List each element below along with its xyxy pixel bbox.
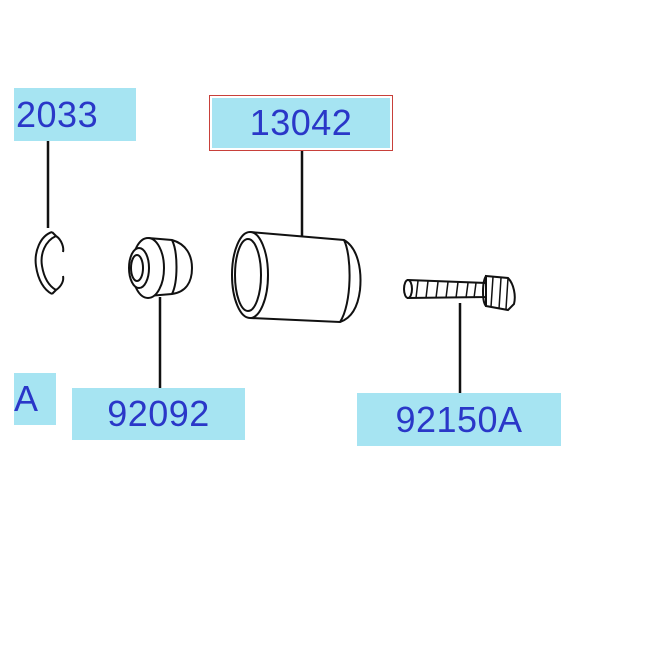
part-label-92092[interactable]: 92092 bbox=[72, 388, 245, 440]
collar-part bbox=[231, 231, 362, 324]
selected-part-highlight bbox=[209, 95, 393, 151]
part-label-partial-a[interactable]: A bbox=[14, 373, 56, 425]
bolt-part bbox=[403, 274, 516, 312]
part-label-92150A[interactable]: 92150A bbox=[357, 393, 561, 446]
part-label-13042[interactable]: 13042 bbox=[212, 98, 390, 148]
bushing-part bbox=[128, 237, 194, 299]
part-label-2033[interactable]: 2033 bbox=[14, 88, 136, 141]
circlip-part bbox=[34, 231, 65, 295]
